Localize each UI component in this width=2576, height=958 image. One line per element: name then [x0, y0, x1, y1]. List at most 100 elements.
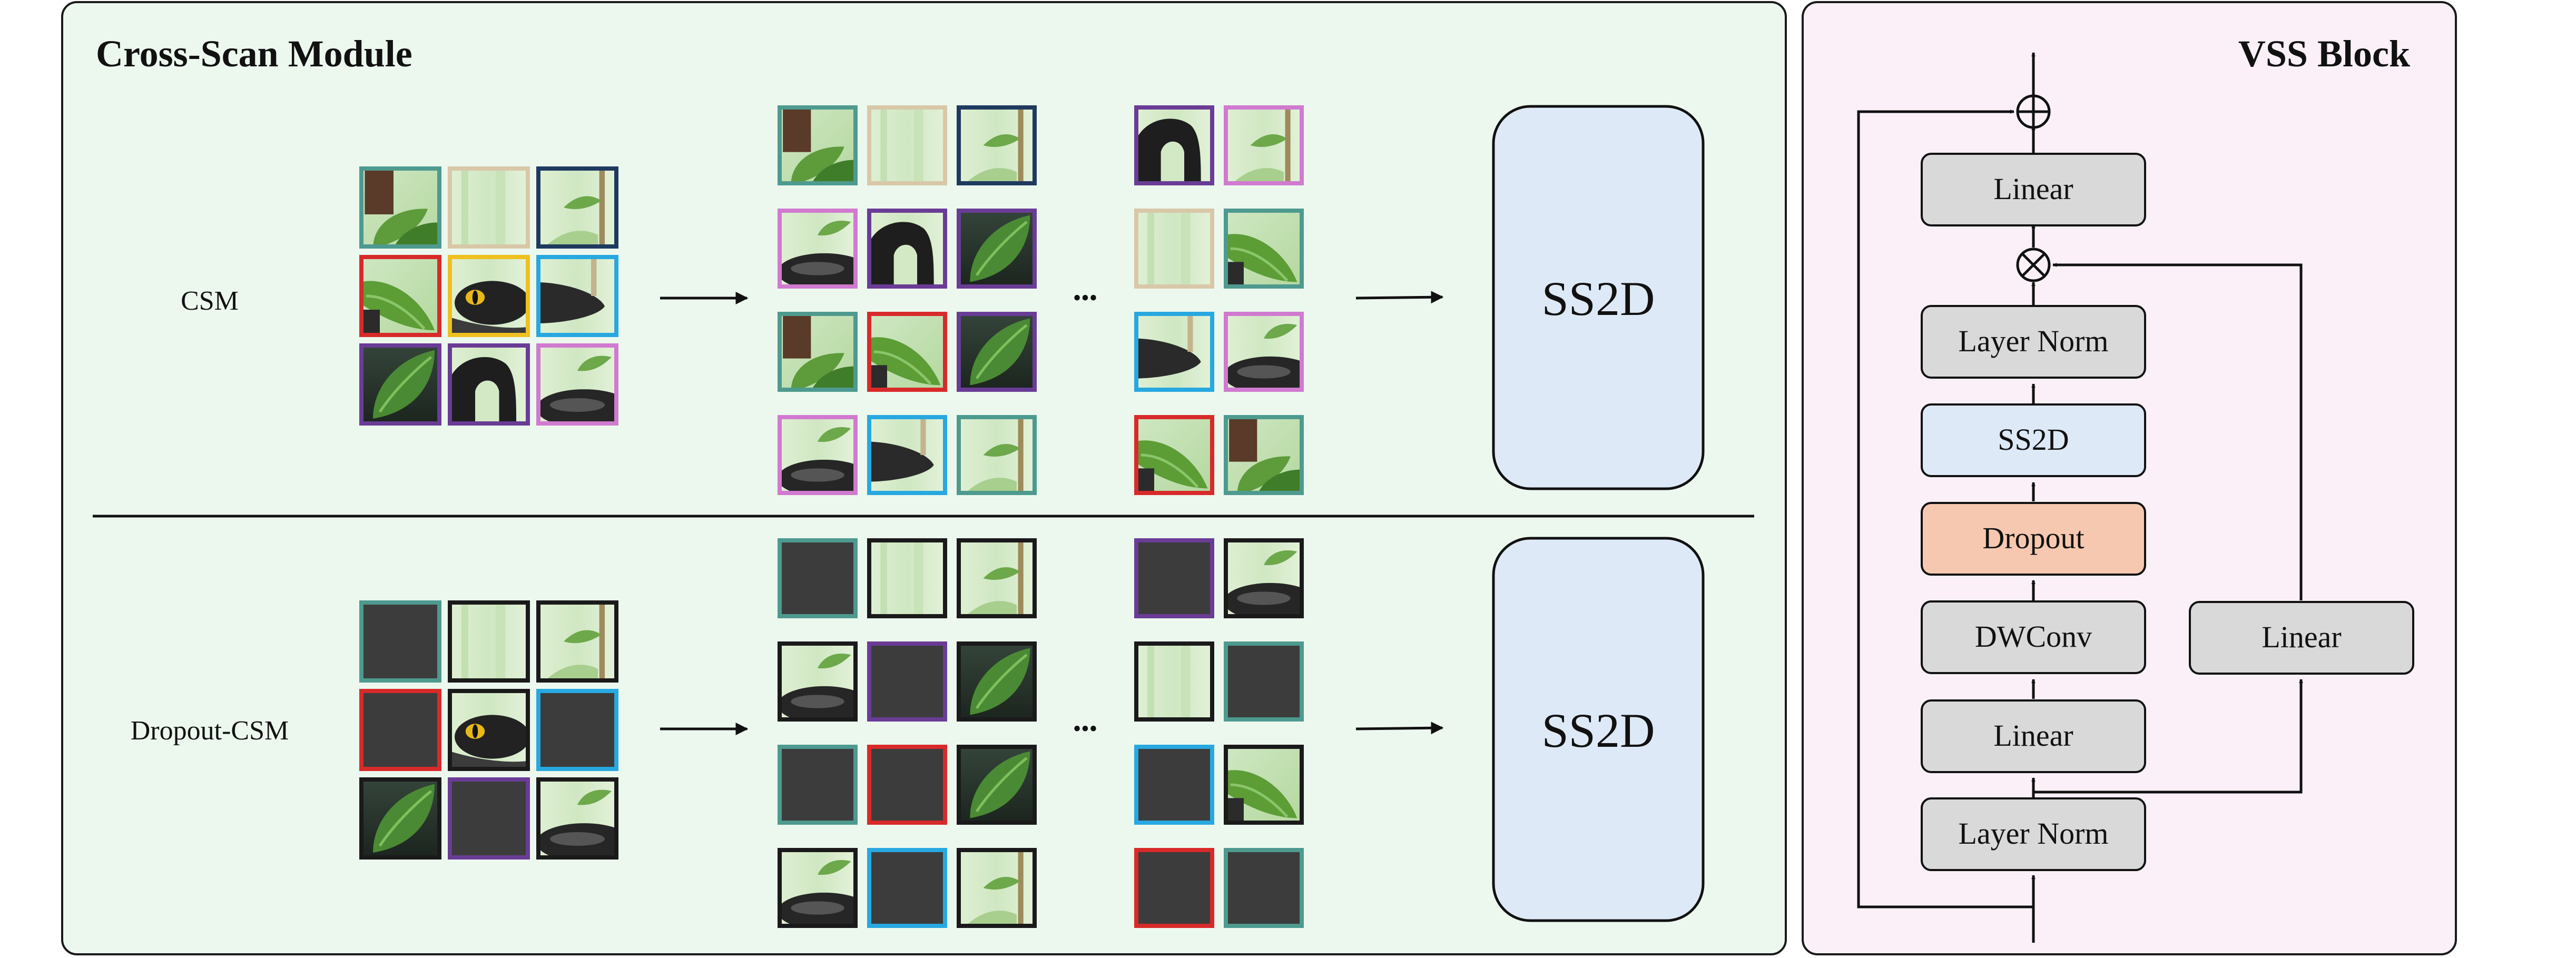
image-patch	[1134, 209, 1214, 289]
scan-sequence-n	[1134, 105, 1304, 495]
csm-panel-title: Cross-Scan Module	[96, 33, 412, 75]
layer-norm-label: Layer Norm	[1958, 324, 2108, 358]
linear-block: Linear	[1921, 153, 2146, 226]
vss-panel-title: VSS Block	[2238, 33, 2410, 75]
image-patch	[448, 689, 530, 771]
ss2d-label: SS2D	[1542, 704, 1655, 757]
image-patch	[867, 538, 947, 618]
ss2d-label: SS2D	[1998, 422, 2069, 457]
image-patch	[778, 415, 858, 495]
image-patch	[536, 777, 618, 860]
dropped-patch	[867, 745, 947, 825]
dropout-label: Dropout	[1982, 521, 2084, 555]
image-patch	[1134, 105, 1214, 185]
image-patch	[1134, 312, 1214, 392]
dwconv-label: DWConv	[1975, 619, 2092, 654]
dwconv-block: DWConv	[1921, 600, 2146, 674]
dropped-patch	[359, 689, 441, 771]
image-patch	[957, 415, 1037, 495]
image-patch	[1224, 538, 1304, 618]
dropped-patch	[536, 689, 618, 771]
dropped-patch	[359, 600, 441, 683]
dropped-patch	[1224, 641, 1304, 722]
image-patch	[1224, 415, 1304, 495]
ss2d-label: SS2D	[1542, 272, 1655, 325]
dropped-patch	[1134, 848, 1214, 928]
arrow-to-ss2d	[1355, 291, 1444, 304]
image-patch	[778, 848, 858, 928]
dropped-patch	[1224, 848, 1304, 928]
image-patch	[536, 255, 618, 337]
image-patch	[359, 343, 441, 426]
layer-norm-label: Layer Norm	[1958, 816, 2108, 851]
image-patch	[957, 848, 1037, 928]
multiply-op	[2016, 248, 2051, 282]
dropped-patch	[867, 848, 947, 928]
scan-sequence-1	[778, 538, 1037, 928]
image-patch	[536, 600, 618, 683]
side-branch-label: Linear	[2262, 620, 2341, 654]
ellipsis: •••	[1073, 716, 1097, 742]
image-patch	[1224, 312, 1304, 392]
image-patch	[957, 641, 1037, 722]
image-patch	[1224, 209, 1304, 289]
dropout-csm-row: Dropout-CSM ••• SS2D	[131, 537, 1705, 928]
dropout-block: Dropout	[1921, 502, 2146, 576]
image-patch	[957, 745, 1037, 825]
image-patch	[1134, 641, 1214, 722]
ss2d-block	[1492, 537, 1705, 922]
csm-panel: Cross-Scan Module CSM ••• SS2D Dropout-C…	[61, 1, 1787, 955]
dropped-patch	[867, 641, 947, 722]
ellipsis: •••	[1073, 285, 1097, 311]
image-patch	[778, 641, 858, 722]
image-patch	[957, 209, 1037, 289]
image-patch	[867, 415, 947, 495]
linear-label: Linear	[1993, 718, 2073, 753]
image-patch	[359, 166, 441, 249]
patch-grid-original	[359, 166, 618, 426]
image-patch	[448, 600, 530, 683]
image-patch	[957, 538, 1037, 618]
image-patch	[778, 105, 858, 185]
image-patch	[867, 209, 947, 289]
dropped-patch	[778, 745, 858, 825]
image-patch	[536, 343, 618, 426]
vss-panel: VSS Block Layer NormLinearDWConvDropoutS…	[1802, 1, 2457, 955]
image-patch	[957, 105, 1037, 185]
image-patch	[536, 166, 618, 249]
image-patch	[448, 255, 530, 337]
image-patch	[778, 209, 858, 289]
scan-sequence-n	[1134, 538, 1304, 928]
image-patch	[1224, 745, 1304, 825]
add-op	[2016, 94, 2051, 129]
image-patch	[778, 312, 858, 392]
row-label-csm: CSM	[181, 286, 239, 316]
patch-grid-dropout	[359, 600, 618, 860]
ss2d-block: SS2D	[1921, 403, 2146, 477]
linear-block: Linear	[1921, 699, 2146, 773]
layer-norm-block: Layer Norm	[1921, 305, 2146, 379]
scan-sequence-1	[778, 105, 1037, 495]
image-patch	[448, 166, 530, 249]
image-patch	[867, 312, 947, 392]
image-patch	[957, 312, 1037, 392]
dropped-patch	[448, 777, 530, 860]
dropped-patch	[1134, 538, 1214, 618]
image-patch	[359, 255, 441, 337]
layer-norm-block: Layer Norm	[1921, 797, 2146, 871]
dropped-patch	[778, 538, 858, 618]
row-label-dropout-csm: Dropout-CSM	[131, 716, 289, 746]
dropped-patch	[1134, 745, 1214, 825]
image-patch	[867, 105, 947, 185]
ss2d-block	[1492, 105, 1705, 490]
image-patch	[1224, 105, 1304, 185]
image-patch	[1134, 415, 1214, 495]
arrow-to-ss2d	[1355, 722, 1444, 735]
vss-connectors	[1857, 52, 2303, 943]
csm-row: CSM ••• SS2D	[181, 105, 1705, 495]
linear-label: Linear	[1993, 172, 2073, 206]
image-patch	[359, 777, 441, 860]
side-branch-linear: Linear	[2189, 601, 2414, 675]
